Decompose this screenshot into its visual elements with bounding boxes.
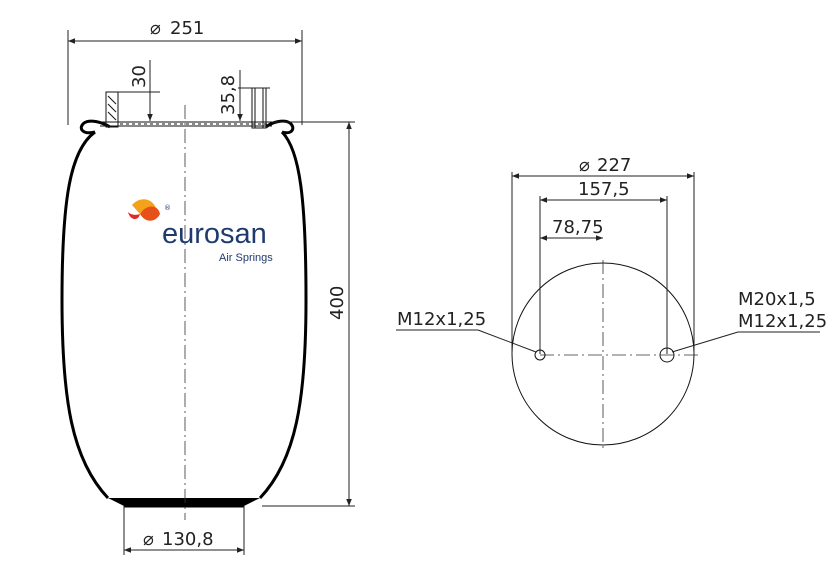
right-bolt-label-1: M20x1,5 — [738, 289, 816, 310]
logo-brand: eurosan — [162, 218, 267, 250]
left-bolt-label: M12x1,25 — [397, 309, 486, 330]
registered-mark: ® — [164, 204, 171, 212]
bolt-thread — [107, 111, 117, 121]
side-view: ⌀ 251 30 35,8 ⌀ — [60, 18, 355, 555]
logo-tagline: Air Springs — [219, 252, 273, 264]
top-view: ⌀ 227 157,5 78,75 M12x1,25 M20x1,5 M12x1… — [396, 155, 827, 450]
bolt-thread — [107, 95, 117, 105]
half-spacing-label: 78,75 — [552, 217, 604, 238]
diameter-bottom-symbol: ⌀ — [143, 529, 154, 550]
height-label: 400 — [327, 286, 348, 320]
bottom-bead — [108, 498, 260, 506]
bolt-height-label-2: 35,8 — [218, 75, 239, 115]
bolt-spacing-label: 157,5 — [578, 179, 630, 200]
eurosan-logo: ® eurosan Air Springs — [128, 199, 273, 264]
top-diameter-symbol: ⌀ — [579, 155, 590, 176]
right-bolt-hole — [659, 347, 675, 363]
bellow-outline — [60, 130, 308, 500]
right-bolt-label-2: M12x1,25 — [738, 311, 827, 332]
top-diameter-label: 227 — [597, 155, 631, 176]
top-bead-left — [79, 119, 111, 135]
left-bolt-hole — [534, 349, 546, 361]
left-bolt — [105, 91, 119, 128]
diameter-top-label: 251 — [170, 18, 204, 39]
left-leader-line — [477, 329, 537, 353]
bolt-thread — [107, 103, 117, 113]
diameter-top-symbol: ⌀ — [150, 18, 161, 39]
diameter-bottom-label: 130,8 — [162, 529, 214, 550]
right-leader-line — [671, 331, 739, 353]
bolt-height-label-1: 30 — [129, 65, 150, 88]
top-bead-right — [265, 119, 295, 135]
logo-mark-icon — [128, 199, 160, 221]
